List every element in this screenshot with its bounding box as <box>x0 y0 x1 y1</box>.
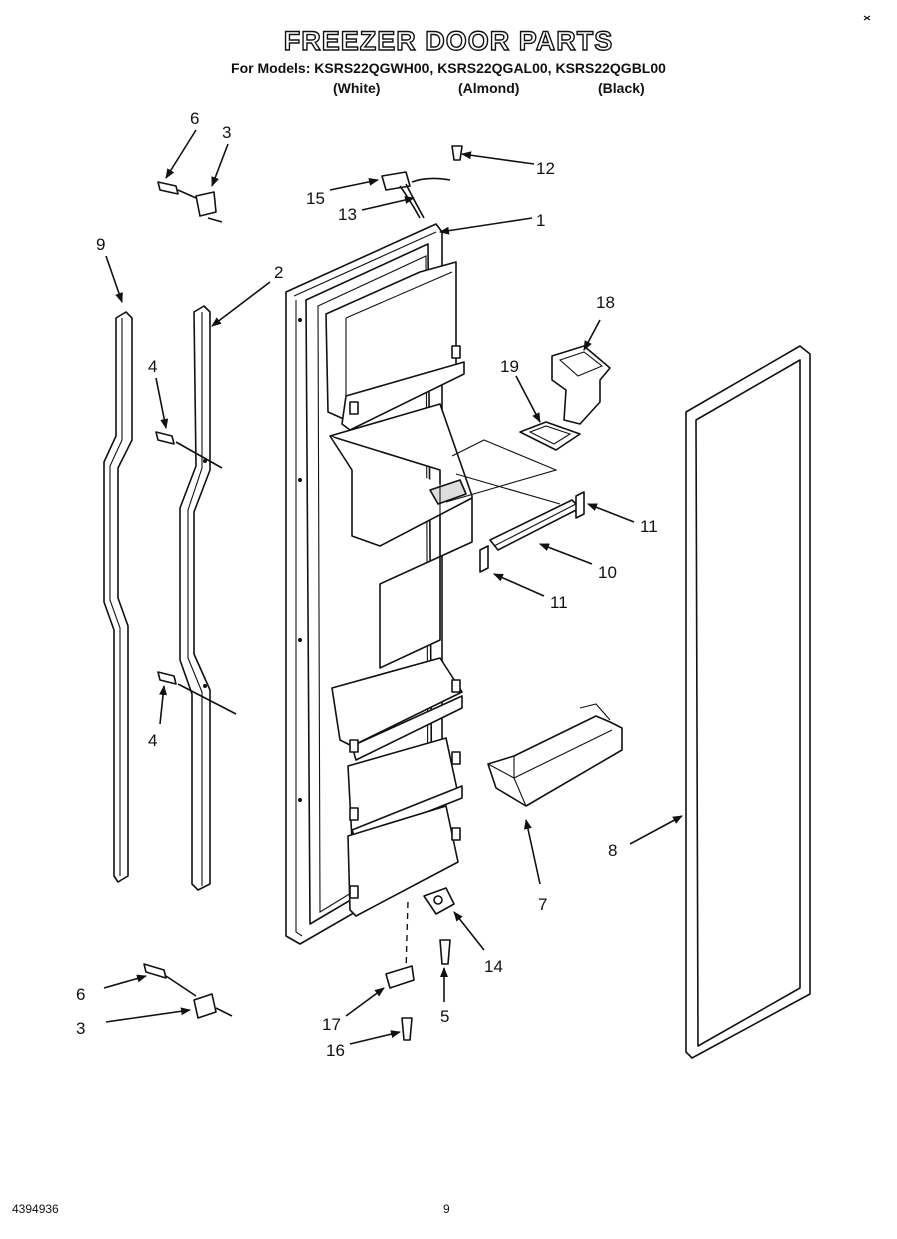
callout-6-bottom: 6 <box>76 985 85 1004</box>
callout-18: 18 <box>596 293 615 312</box>
corner-mark <box>863 15 871 21</box>
callout-11-upper: 11 <box>640 517 658 536</box>
part-10-dispenser-bar <box>455 473 581 551</box>
callout-13: 13 <box>338 205 357 224</box>
callout-17: 17 <box>322 1015 341 1034</box>
part-3-bottom-hinge-cover <box>193 993 233 1019</box>
part-7-door-bin <box>487 703 623 807</box>
part-19-chute-seal <box>445 421 581 503</box>
page-number: 9 <box>443 1202 450 1216</box>
callout-7: 7 <box>538 895 547 914</box>
part-6-bottom-screw <box>143 963 197 997</box>
document-number: 4394936 <box>12 1202 59 1216</box>
callout-19: 19 <box>500 357 519 376</box>
callout-10: 10 <box>598 563 617 582</box>
color-black-label: (Black) <box>598 80 645 96</box>
part-11-upper-cap <box>575 491 585 519</box>
callout-4-upper: 4 <box>148 357 157 376</box>
part-6-top-screw <box>157 181 197 199</box>
callout-14: 14 <box>484 957 503 976</box>
callout-4-lower: 4 <box>148 731 157 750</box>
callout-12: 12 <box>536 159 555 178</box>
callout-1: 1 <box>536 211 545 230</box>
part-12-screw <box>451 145 463 161</box>
part-9-trim-strip <box>103 311 133 883</box>
part-15-connector <box>381 171 411 191</box>
part-4-lower-screw <box>157 671 237 715</box>
callout-9: 9 <box>96 235 105 254</box>
color-almond-label: (Almond) <box>458 80 520 96</box>
part-14-hinge-bracket <box>423 887 455 915</box>
part-18-ice-chute <box>551 345 611 425</box>
callout-15: 15 <box>306 189 325 208</box>
callout-16: 16 <box>326 1041 345 1060</box>
callout-2: 2 <box>274 263 283 282</box>
model-list: For Models: KSRS22QGWH00, KSRS22QGAL00, … <box>231 60 666 76</box>
part-17-hinge-block <box>385 965 415 989</box>
callout-6-top: 6 <box>190 109 199 128</box>
color-white-label: (White) <box>333 80 381 96</box>
part-8-door-gasket <box>685 345 811 1059</box>
page-title: FREEZER DOOR PARTS <box>283 25 614 56</box>
part-16-screw <box>401 1017 413 1041</box>
callout-8: 8 <box>608 841 617 860</box>
part-5-hinge-screw <box>439 939 451 965</box>
part-3-top-hinge-cover <box>195 191 223 223</box>
part-11-lower-cap <box>479 545 489 573</box>
callout-11-lower: 11 <box>550 593 568 612</box>
callout-5: 5 <box>440 1007 449 1026</box>
callout-3-bottom: 3 <box>76 1019 85 1038</box>
part-2-handle-trim <box>179 305 211 891</box>
part-4-upper-screw <box>155 431 223 469</box>
callout-3-top: 3 <box>222 123 231 142</box>
part-1-door-liner <box>285 223 473 945</box>
